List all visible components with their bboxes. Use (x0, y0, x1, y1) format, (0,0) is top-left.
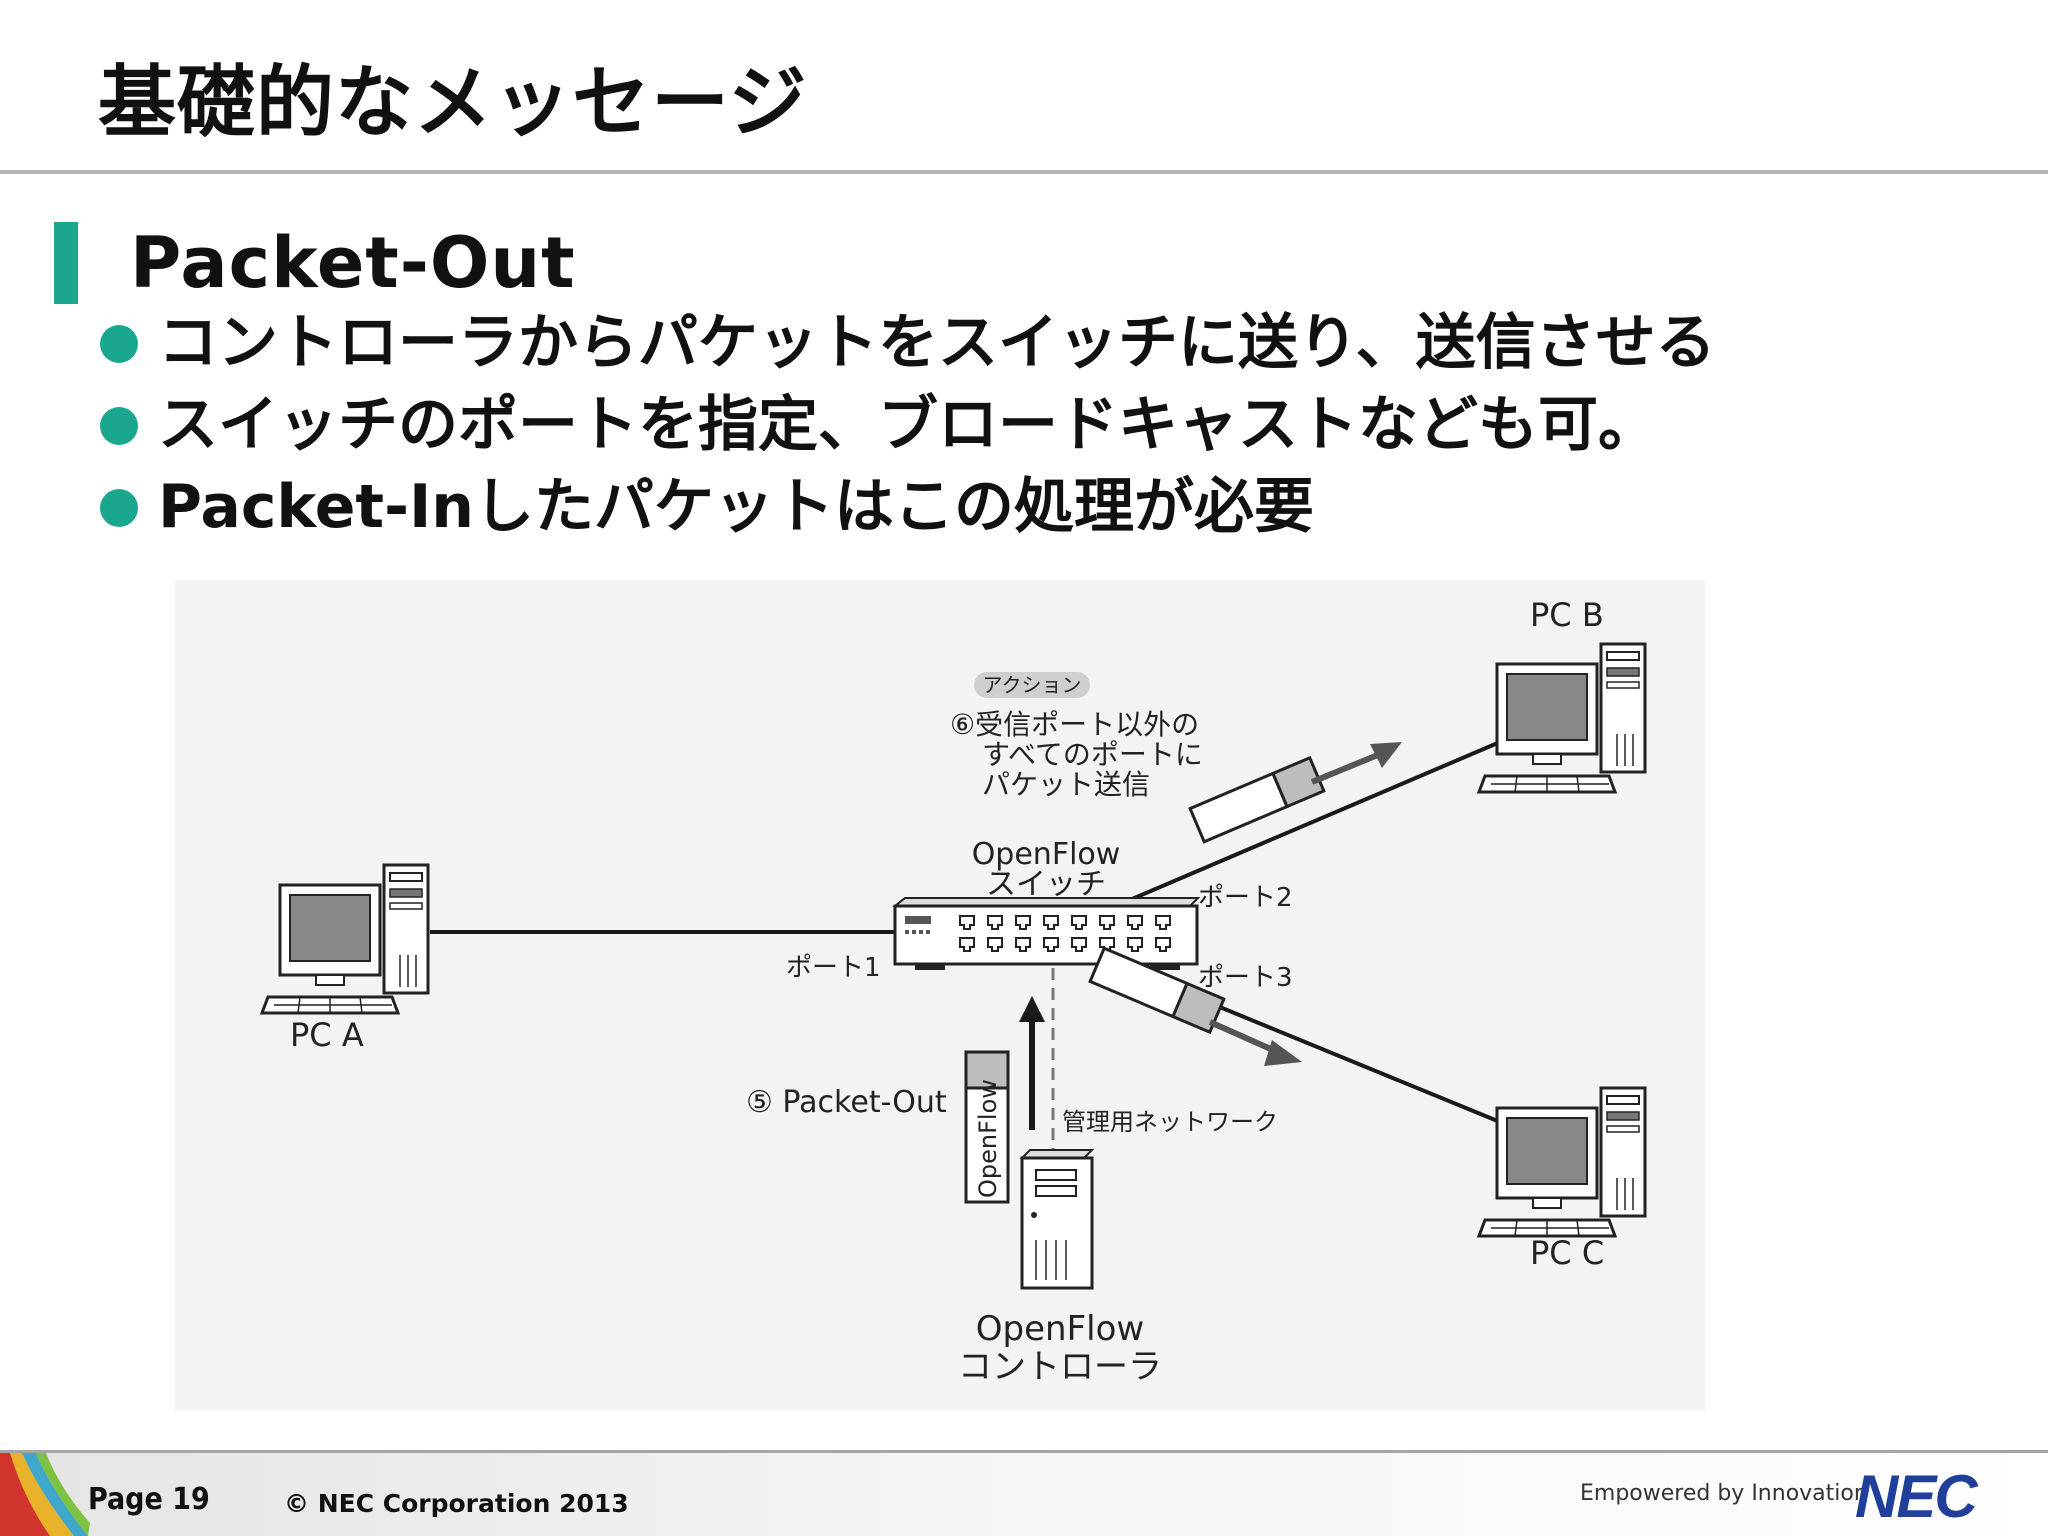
section-marker (54, 222, 78, 304)
management-network-label: 管理用ネットワーク (1062, 1108, 1278, 1136)
slide-title: 基礎的なメッセージ (98, 58, 808, 148)
port-2-label: ポート2 (1198, 883, 1293, 913)
controller-label-line-2: コントローラ (958, 1347, 1162, 1387)
switch-label-line-1: OpenFlow (972, 837, 1121, 872)
pc-c-icon (1477, 1086, 1647, 1238)
openflow-message-box (964, 1050, 1010, 1204)
footer-band (0, 1453, 2048, 1536)
nec-logo: NEC (1855, 1463, 1978, 1530)
action-badge: アクション (983, 673, 1082, 697)
packet-to-pc-c (1088, 946, 1302, 1066)
pc-b-label: PC B (1530, 596, 1604, 634)
diagram-panel (175, 580, 1705, 1410)
footer-tagline: Empowered by Innovation (1580, 1481, 1868, 1506)
pc-b-icon (1477, 642, 1647, 794)
arrow-head-icon (1370, 742, 1402, 768)
switch-label-line-2: スイッチ (986, 867, 1106, 902)
page-number: Page 19 (88, 1482, 210, 1517)
arrow-head-icon (1264, 1040, 1302, 1066)
openflow-switch-icon (892, 897, 1201, 970)
action-badge-bg (974, 672, 1090, 698)
title-divider (0, 170, 2048, 174)
bullet-dot-icon (100, 407, 138, 445)
packet-out-label: ⑤ Packet-Out (746, 1085, 947, 1120)
pc-a-icon (260, 863, 430, 1015)
packet-to-pc-b (1188, 742, 1402, 844)
arrow-up-icon (1019, 996, 1045, 1022)
controller-label-line-1: OpenFlow (976, 1309, 1144, 1349)
section-heading: Packet-Out (130, 222, 576, 304)
bullet-text: スイッチのポートを指定、ブロードキャストなども可。 (158, 390, 1658, 460)
pc-a-label: PC A (290, 1016, 364, 1054)
openflow-message-label: OpenFlow (974, 1079, 1002, 1198)
bullet-item: スイッチのポートを指定、ブロードキャストなども可。 (100, 384, 1716, 466)
action-line-3: パケット送信 (982, 768, 1150, 801)
bullet-text: コントローラからパケットをスイッチに送り、送信させる (158, 308, 1716, 378)
port-3-label: ポート3 (1198, 963, 1293, 993)
action-line-1: ⑥受信ポート以外の (950, 708, 1199, 741)
bullet-dot-icon (100, 489, 138, 527)
action-line-2: すべてのポートに (982, 738, 1203, 771)
bullet-text: Packet-Inしたパケットはこの処理が必要 (158, 472, 1315, 542)
bullet-item: Packet-Inしたパケットはこの処理が必要 (100, 466, 1716, 548)
bullet-list: コントローラからパケットをスイッチに送り、送信させる スイッチのポートを指定、ブ… (100, 302, 1716, 548)
link-port2-pc-b (1124, 740, 1501, 904)
openflow-controller-icon (1019, 1149, 1095, 1290)
bullet-item: コントローラからパケットをスイッチに送り、送信させる (100, 302, 1716, 384)
footer-swoosh-icon (0, 1453, 90, 1536)
footer-divider (0, 1450, 2048, 1453)
bullet-dot-icon (100, 325, 138, 363)
copyright: © NEC Corporation 2013 (284, 1489, 629, 1518)
port-1-label: ポート1 (786, 953, 881, 983)
pc-c-label: PC C (1530, 1234, 1604, 1272)
